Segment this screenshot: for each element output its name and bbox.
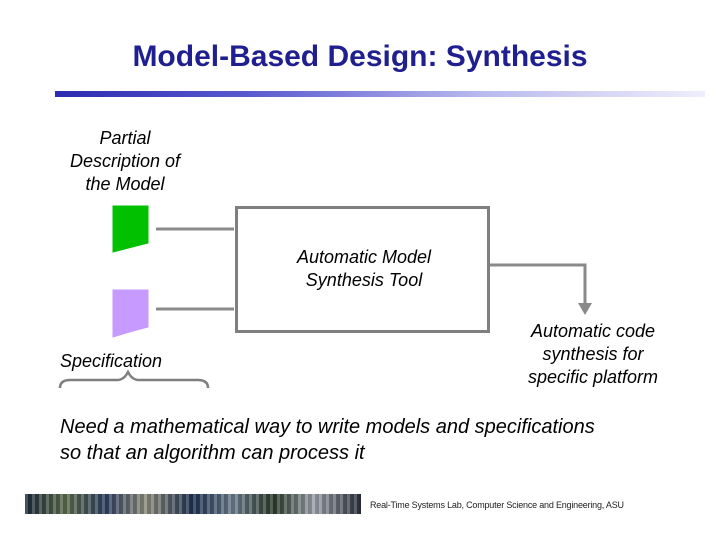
arrowhead-tool-to-code <box>578 303 592 315</box>
slide-title: Model-Based Design: Synthesis <box>132 40 588 73</box>
footer-image-strip <box>25 494 361 514</box>
synthesis-tool-box <box>235 206 490 333</box>
specification-document-icon <box>112 289 149 338</box>
partial-description-label: Partial Description of the Model <box>50 127 200 196</box>
conclusion-line-1: Need a mathematical way to write models … <box>60 416 595 438</box>
tool-label-line-2: Synthesis Tool <box>305 270 423 290</box>
code-synthesis-label: Automatic code synthesis for specific pl… <box>508 320 678 389</box>
partial-label-line-3: the Model <box>85 174 165 194</box>
specification-brace <box>58 369 210 389</box>
partial-label-line-2: Description of <box>69 151 181 171</box>
partial-label-line-1: Partial <box>99 128 151 148</box>
synthesis-tool-label: Automatic Model Synthesis Tool <box>240 246 488 292</box>
arrow-tool-to-code <box>486 263 587 305</box>
tool-label-line-1: Automatic Model <box>296 247 432 267</box>
conclusion-text: Need a mathematical way to write models … <box>60 414 700 466</box>
footer-text: Real-Time Systems Lab, Computer Science … <box>370 500 624 510</box>
model-document-icon <box>112 205 149 253</box>
conclusion-line-2: so that an algorithm can process it <box>60 442 365 464</box>
code-label-line-1: Automatic code <box>530 321 656 341</box>
code-label-line-3: specific platform <box>527 367 659 387</box>
code-label-line-2: synthesis for <box>542 344 644 364</box>
title-underline <box>55 91 705 97</box>
specification-label: Specification <box>60 351 163 371</box>
